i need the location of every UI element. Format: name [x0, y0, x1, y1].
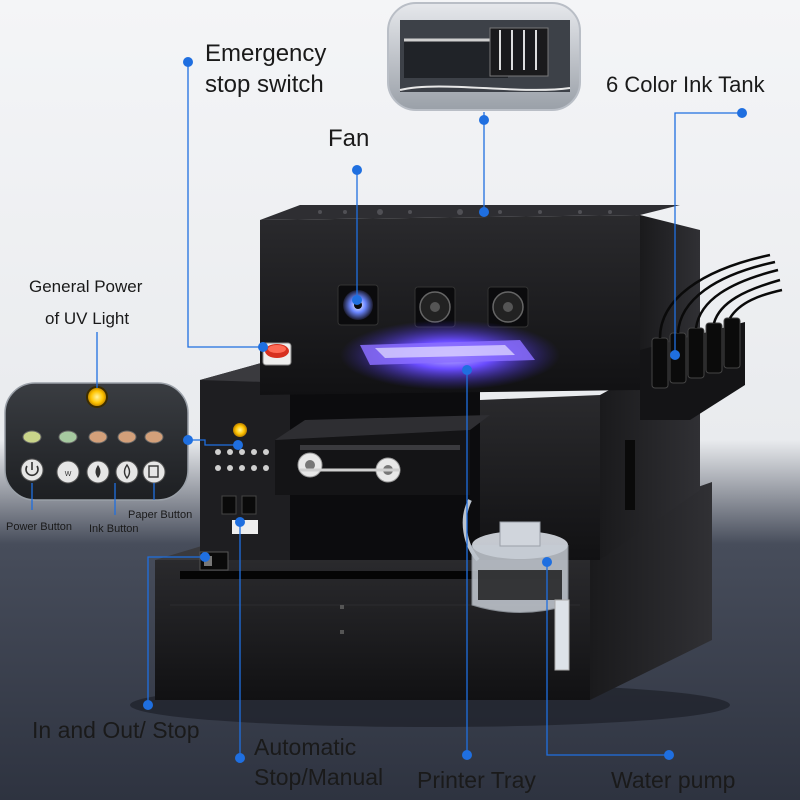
uv-power-label-line2: of UV Light: [45, 309, 130, 329]
emergency-stop-label-line2: stop switch: [205, 71, 324, 99]
control-panel-inset: W: [4, 382, 189, 501]
print-head-carriage: [275, 415, 490, 495]
paper-button-label: Paper Button: [128, 509, 193, 521]
ink-tank-label: 6 Color Ink Tank: [606, 72, 765, 97]
svg-text:W: W: [65, 471, 72, 478]
uv-power-label: General Power of UV Light: [29, 271, 142, 336]
ink-drop-icon: [86, 460, 110, 484]
emergency-stop-button: [262, 342, 292, 366]
indicator-leds: [22, 430, 164, 444]
fan-2: [414, 286, 456, 328]
ink-button-label: Ink Button: [89, 523, 139, 535]
auto-stop-label-line2: Stop/Manual: [254, 763, 384, 790]
fan-label: Fan: [328, 125, 370, 152]
callout-markers: [143, 57, 747, 763]
emergency-stop-label: Emergency stop switch: [205, 38, 326, 100]
fan-1: [337, 284, 379, 326]
fan-3: [487, 286, 529, 328]
paper-icon: [142, 460, 166, 484]
printer-tray-label: Printer Tray: [417, 767, 536, 793]
machine-control-panel: [215, 423, 269, 534]
wifi-icon: W: [56, 460, 80, 484]
uv-lamp-glow: [340, 320, 560, 390]
power-button-label: Power Button: [6, 521, 73, 533]
power-icon: [20, 458, 44, 482]
auto-stop-label: Automatic Stop/Manual: [254, 733, 383, 793]
ink-drop-icon: [115, 460, 139, 484]
water-pump-label: Water pump: [611, 767, 736, 793]
uv-power-label-line1: General Power: [29, 277, 143, 296]
interior-inset: [387, 2, 581, 111]
callout-lines: [31, 62, 742, 758]
ink-tank-unit: [640, 253, 783, 420]
fan-row: [337, 284, 529, 328]
auto-stop-label-line1: Automatic: [254, 734, 357, 760]
emergency-stop-label-line1: Emergency: [205, 40, 327, 67]
in-out-stop-label: In and Out/ Stop: [32, 717, 200, 743]
